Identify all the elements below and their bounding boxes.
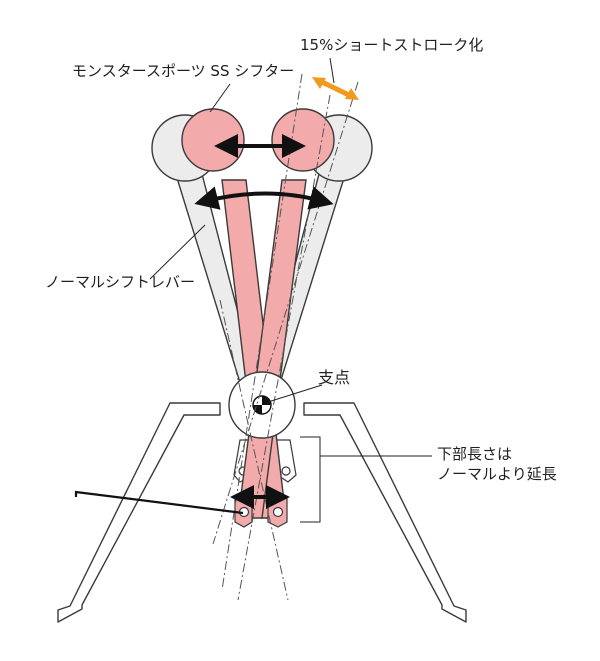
leader-normal-lever [149, 224, 206, 280]
axis-lines [212, 73, 359, 601]
label-short-stroke: 15%ショートストローク化 [300, 36, 484, 54]
short-stroke-arrow [312, 77, 359, 100]
ss-lever-right-knob [271, 108, 335, 172]
label-lower-length-line2: ノーマルより延長 [437, 465, 557, 483]
label-monster-ss-shifter: モンスタースポーツ SS シフター [72, 62, 295, 80]
ss-shifter [181, 108, 335, 519]
label-lower-length: 下部長さは ノーマルより延長 [437, 444, 557, 484]
normal-lever-lower-hole-right [281, 466, 291, 476]
ss-lower-hole-right [272, 506, 284, 518]
label-normal-shift-lever: ノーマルシフトレバー [45, 273, 196, 291]
leader-short-stroke [329, 57, 335, 84]
lower-length-bracket [300, 436, 321, 523]
pivot-symbol [252, 395, 272, 415]
normal-swing-arrow [194, 186, 334, 210]
leader-lines [149, 57, 432, 523]
label-fulcrum: 支点 [318, 368, 351, 387]
leader-monster [209, 83, 231, 113]
ss-lever-left-knob [181, 108, 245, 172]
mount-bracket-left [57, 402, 221, 623]
cable-line [74, 490, 244, 515]
label-lower-length-line1: 下部長さは [437, 445, 513, 463]
leader-fulcrum [267, 384, 323, 403]
mount-bracket-right [303, 402, 467, 623]
swing-arrows [194, 134, 334, 509]
